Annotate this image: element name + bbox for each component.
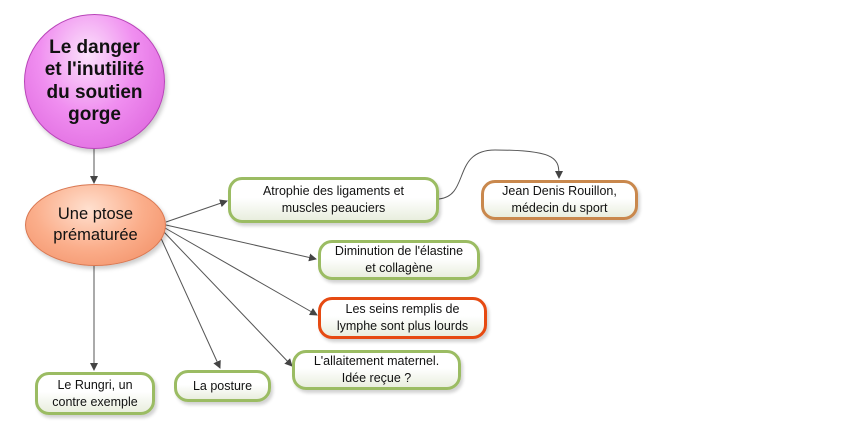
edge-ptose-to-elastine <box>165 224 317 262</box>
node-lymphe[interactable]: Les seins remplis de lymphe sont plus lo… <box>318 297 487 339</box>
node-ptose[interactable]: Une ptose prématurée <box>25 184 166 266</box>
node-atrophie[interactable]: Atrophie des ligaments et muscles peauci… <box>228 177 439 223</box>
node-allaitement[interactable]: L'allaitement maternel. Idée reçue ? <box>292 350 461 390</box>
node-posture[interactable]: La posture <box>174 370 271 402</box>
node-rungri[interactable]: Le Rungri, un contre exemple <box>35 372 155 415</box>
node-title[interactable]: Le danger et l'inutilité du soutien gorg… <box>24 14 165 149</box>
edge-ptose-to-lymphe <box>164 227 318 316</box>
edge-ptose-to-posture <box>159 235 221 369</box>
edge-atrophie-to-rouillon <box>438 149 564 200</box>
edge-ptose-to-allaitement <box>162 230 293 367</box>
edge-ptose-to-atrophie <box>165 199 228 223</box>
node-rouillon[interactable]: Jean Denis Rouillon, médecin du sport <box>481 180 638 220</box>
node-elastine[interactable]: Diminution de l'élastine et collagène <box>318 240 480 280</box>
